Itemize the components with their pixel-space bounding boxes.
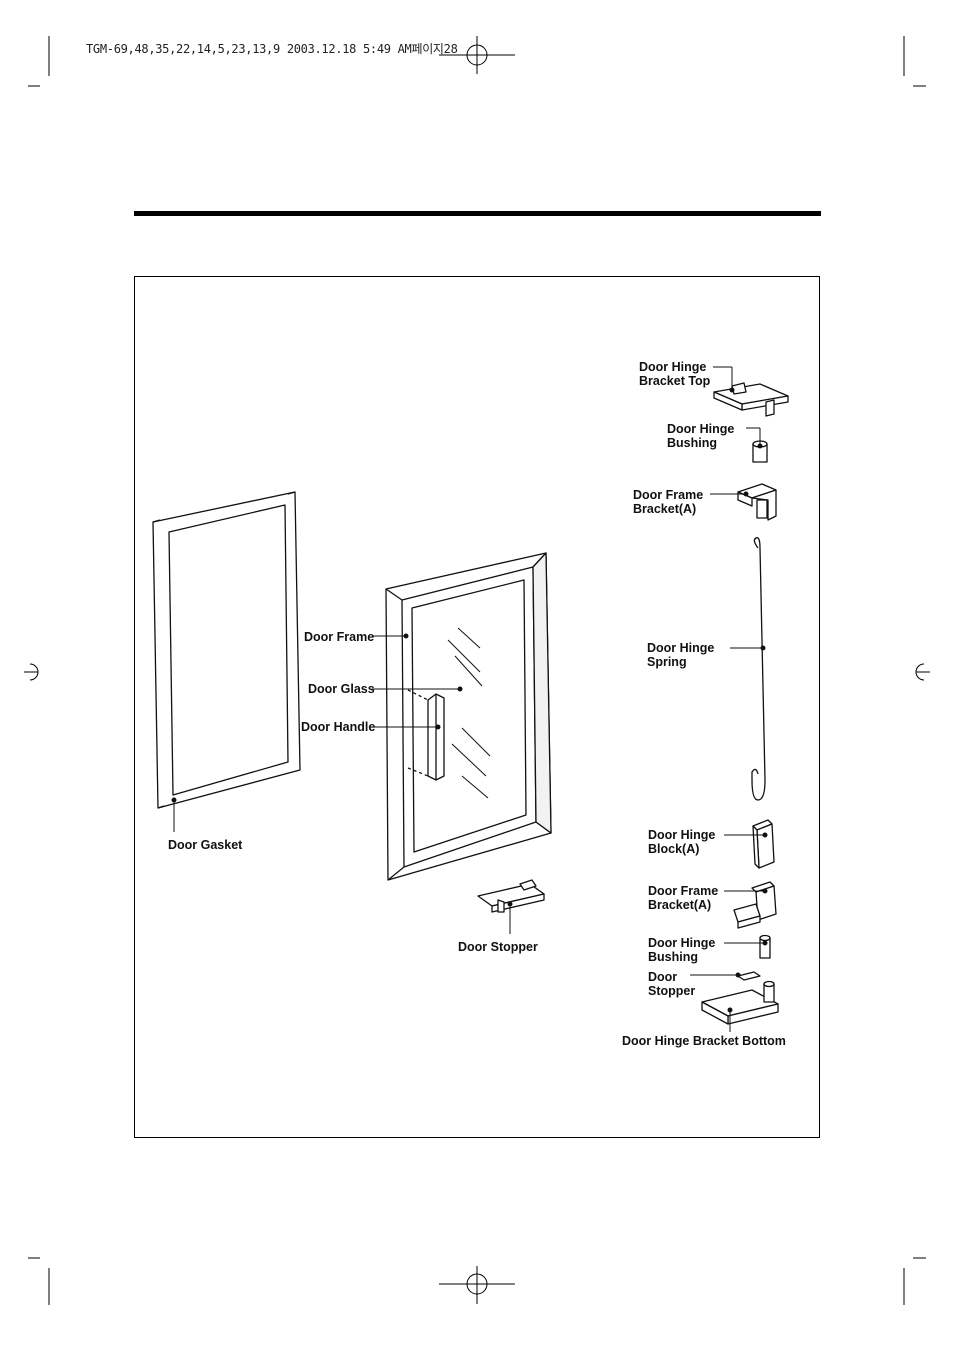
label-door-hinge-spring: Door Hinge Spring <box>647 641 714 669</box>
label-door-hinge-block: Door Hinge Block(A) <box>648 828 715 856</box>
door-gasket-part <box>153 492 300 808</box>
label-door-stopper: Door Stopper <box>458 940 538 954</box>
door-stopper-small-part <box>738 972 760 980</box>
door-hinge-bracket-top-part <box>714 383 788 416</box>
label-door-gasket: Door Gasket <box>168 838 242 852</box>
label-door-hinge-bracket-bottom: Door Hinge Bracket Bottom <box>622 1034 786 1048</box>
door-hinge-spring-part <box>752 538 765 800</box>
label-door-frame: Door Frame <box>304 630 374 644</box>
label-door-stopper-right: Door Stopper <box>648 970 695 998</box>
label-door-glass: Door Glass <box>308 682 375 696</box>
door-frame-part <box>386 553 551 880</box>
label-door-hinge-bushing-top: Door Hinge Bushing <box>667 422 734 450</box>
label-door-hinge-bushing-bottom: Door Hinge Bushing <box>648 936 715 964</box>
door-hinge-bushing-bottom-part <box>760 936 770 959</box>
label-door-frame-bracket-top: Door Frame Bracket(A) <box>633 488 703 516</box>
door-frame-bracket-bottom-part <box>734 882 776 928</box>
label-door-handle: Door Handle <box>301 720 375 734</box>
door-hinge-bracket-bottom-part <box>702 982 778 1025</box>
door-hinge-block-part <box>753 820 774 868</box>
door-frame-bracket-top-part <box>738 484 776 520</box>
label-door-hinge-bracket-top: Door Hinge Bracket Top <box>639 360 710 388</box>
label-door-frame-bracket-bottom: Door Frame Bracket(A) <box>648 884 718 912</box>
door-stopper-part <box>478 880 544 912</box>
